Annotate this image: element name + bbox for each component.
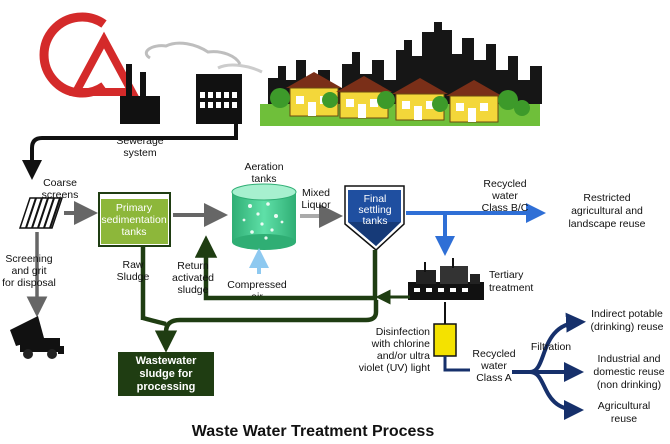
sewer-pipe xyxy=(22,112,238,180)
houses-icon xyxy=(260,72,540,126)
sludge-processing-box xyxy=(118,352,214,396)
primary-sedimentation-tank xyxy=(98,192,171,247)
aeration-tank xyxy=(231,183,297,250)
screen-grate-icon xyxy=(18,197,64,229)
disinfection-to-classa xyxy=(443,356,470,372)
settling-sludge-line xyxy=(194,235,378,301)
filtration-label: Filtration xyxy=(531,341,571,353)
disinfection-box xyxy=(433,323,457,357)
sludge-merge-line xyxy=(154,300,379,353)
raw-sludge-merge xyxy=(142,315,167,327)
dump-truck-icon xyxy=(10,316,64,359)
final-settling-tank xyxy=(344,185,405,252)
indirect-reuse-label: Indirect potable(drinking) reuse xyxy=(591,308,664,333)
tertiary-plant-icon xyxy=(408,258,484,300)
classa-branches xyxy=(512,312,586,420)
factory-icon xyxy=(120,41,263,124)
diagram-title: Waste Water Treatment Process xyxy=(192,423,435,440)
logo-mark xyxy=(39,12,139,98)
